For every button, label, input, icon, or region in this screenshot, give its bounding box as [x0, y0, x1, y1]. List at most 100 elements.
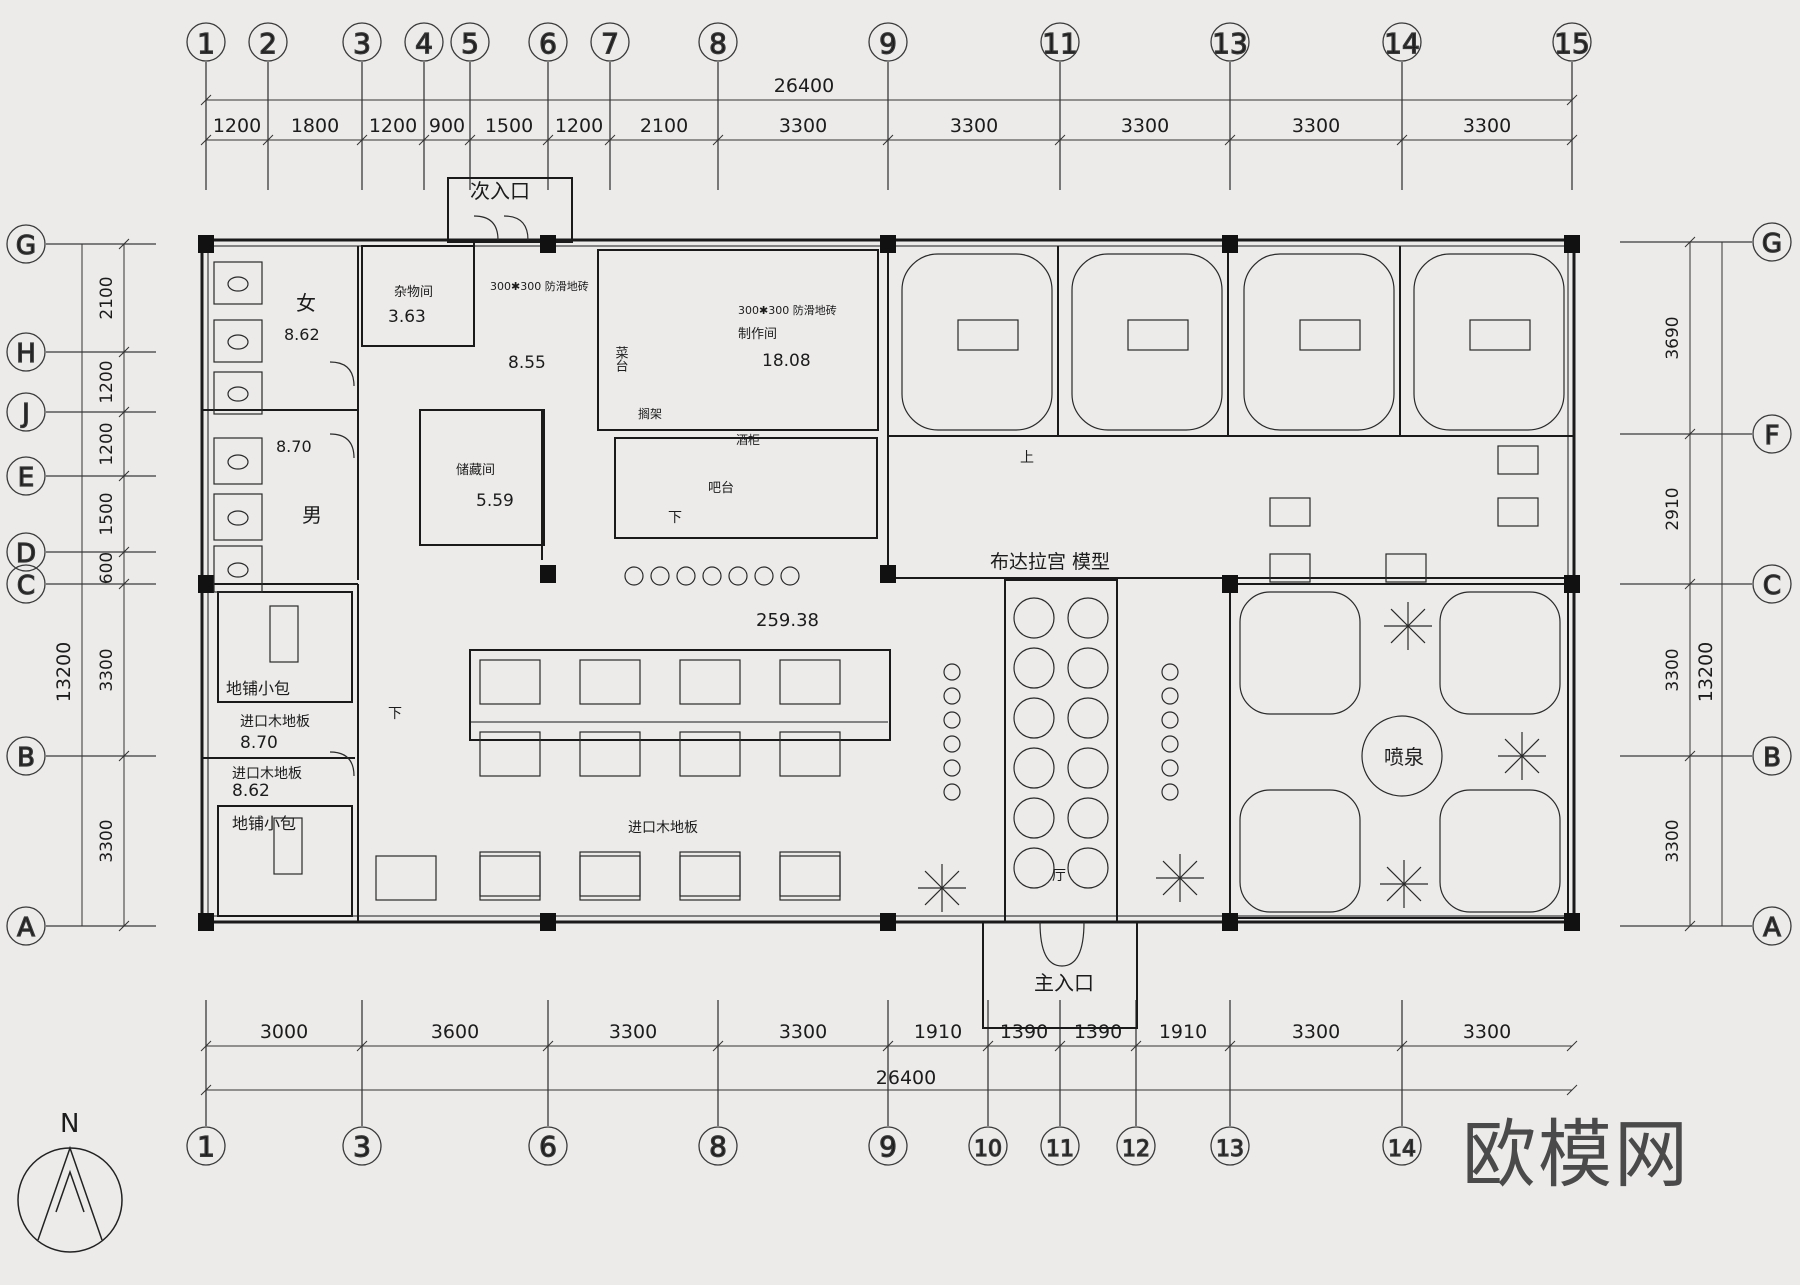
dimension-value: 1390 — [1074, 1021, 1122, 1043]
column — [540, 565, 556, 583]
plant-leaf — [1403, 883, 1422, 902]
dimension-total-left: 13200 — [53, 642, 75, 702]
dimension-tick — [200, 94, 212, 106]
axis-label-right: G — [1762, 229, 1782, 259]
axis-bubble-top — [528, 22, 568, 62]
axis-label-top: 1 — [197, 27, 215, 60]
fountain-label: 喷泉 — [1384, 745, 1424, 769]
dimension-value: 1910 — [1159, 1021, 1207, 1043]
axis-label-right: B — [1763, 743, 1781, 773]
dimension-value: 3300 — [779, 115, 827, 137]
axis-label-right: C — [1763, 571, 1781, 601]
kitchen-label: 制作间 — [738, 327, 777, 342]
dimension-value: 1200 — [555, 115, 603, 137]
square-table — [1497, 445, 1539, 475]
dimension-total-bottom: 26400 — [876, 1067, 936, 1089]
dimension-tick — [200, 1040, 212, 1052]
dining-table — [479, 851, 541, 897]
dimension-value: 1390 — [1000, 1021, 1048, 1043]
dimension-tick — [200, 1084, 212, 1096]
wood-floor-2-label: 进口木地板 — [232, 766, 302, 782]
axis-bubble-top — [1040, 22, 1080, 62]
dimension-tick — [604, 134, 616, 146]
booth-table — [1127, 319, 1189, 351]
dimension-value: 3300 — [1663, 648, 1683, 691]
stool — [943, 735, 961, 753]
dimension-tick — [1684, 428, 1696, 440]
rosette — [1067, 697, 1109, 739]
dimension-value: 2100 — [640, 115, 688, 137]
dimension-total-top: 26400 — [774, 75, 834, 97]
dimension-value: 3300 — [1121, 115, 1169, 137]
booth-sofa — [1071, 253, 1223, 431]
dimension-tick — [118, 750, 130, 762]
stool — [1161, 663, 1179, 681]
up-mark: 上 — [1020, 450, 1034, 466]
dimension-value: 2100 — [97, 276, 117, 319]
axis-bubble-left — [6, 456, 46, 496]
axis-bubble-bottom — [1116, 1126, 1156, 1166]
booth-table — [957, 319, 1019, 351]
dimension-value: 1200 — [369, 115, 417, 137]
axis-bubble-right — [1752, 906, 1792, 946]
plant-leaf — [1504, 755, 1523, 774]
dimension-value: 3690 — [1663, 316, 1683, 359]
axis-label-bottom: 12 — [1122, 1137, 1150, 1162]
axis-bubble-top — [698, 22, 738, 62]
toilet-stall — [213, 493, 263, 541]
stool — [1161, 711, 1179, 729]
door-swing — [329, 433, 355, 459]
dining-table — [679, 731, 741, 777]
dimension-value: 1200 — [97, 422, 117, 465]
dining-table — [479, 731, 541, 777]
secondary-entrance-label: 次入口 — [470, 179, 530, 203]
dimension-tick — [712, 134, 724, 146]
dining-table — [479, 855, 541, 901]
stair-down-2: 下 — [388, 706, 402, 722]
dining-table — [779, 855, 841, 901]
rosette — [1013, 747, 1055, 789]
garden-booth — [1439, 591, 1561, 715]
column — [1222, 575, 1238, 593]
axis-bubble-bottom — [186, 1126, 226, 1166]
dimension-tick — [882, 134, 894, 146]
storeroom-area: 5.59 — [476, 491, 514, 511]
garden-booth — [1439, 789, 1561, 913]
dimension-value: 3300 — [97, 819, 117, 862]
stool — [943, 711, 961, 729]
storage-room-area: 3.63 — [388, 307, 426, 327]
booth-sofa — [1243, 253, 1395, 431]
dimension-value: 2910 — [1663, 487, 1683, 530]
dimension-value: 600 — [97, 552, 117, 584]
axis-bubble-bottom — [698, 1126, 738, 1166]
potala-model-label: 布达拉宫 模型 — [990, 551, 1110, 573]
door-swing — [503, 215, 529, 241]
axis-bubble-left — [6, 906, 46, 946]
dining-table — [479, 659, 541, 705]
dining-table — [679, 855, 741, 901]
dimension-tick — [1054, 1040, 1066, 1052]
dimension-value: 900 — [429, 115, 465, 137]
axis-label-left: D — [16, 539, 36, 569]
booth-sofa — [1413, 253, 1565, 431]
dimension-tick — [118, 920, 130, 932]
axis-label-bottom: 9 — [879, 1130, 897, 1163]
dimension-tick — [200, 134, 212, 146]
axis-bubble-left — [6, 532, 46, 572]
axis-bubble-top — [590, 22, 630, 62]
axis-bubble-left — [6, 564, 46, 604]
hall-mark: 厅 — [1052, 868, 1066, 884]
dining-table — [375, 855, 437, 901]
counter-label: 菜台 — [613, 346, 629, 372]
storeroom-label: 储藏间 — [456, 463, 495, 478]
plant-leaf — [1386, 883, 1405, 902]
plant-leaf — [1407, 608, 1426, 627]
axis-bubble-bottom — [528, 1126, 568, 1166]
toilet-icon — [227, 386, 249, 402]
dimension-value: 1800 — [291, 115, 339, 137]
main-entrance-label: 主入口 — [1034, 971, 1094, 995]
axis-label-bottom: 13 — [1216, 1137, 1244, 1162]
dimension-value: 3300 — [1463, 1021, 1511, 1043]
dimension-value: 3300 — [1663, 819, 1683, 862]
dimension-value: 1200 — [97, 360, 117, 403]
